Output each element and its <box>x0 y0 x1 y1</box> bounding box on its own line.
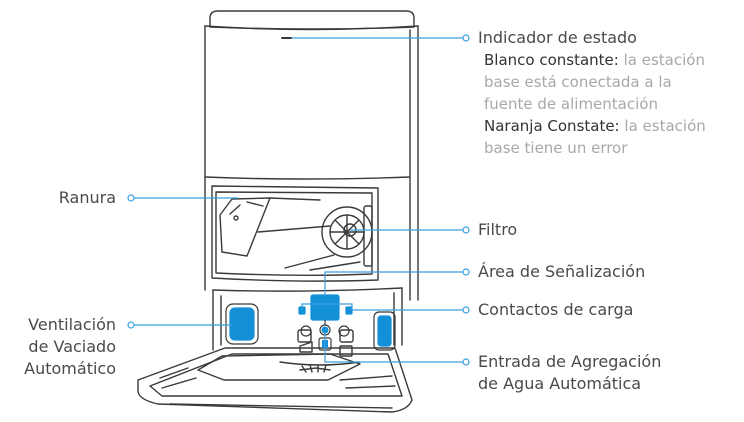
status-orange-value-2: base tiene un error <box>484 139 628 157</box>
label-vent-line1: Ventilación <box>28 315 116 334</box>
label-water-inlet-line1: Entrada de Agregación <box>478 352 662 371</box>
callout-status-indicator <box>292 34 470 42</box>
callout-water-inlet <box>324 332 470 366</box>
vent-right-highlight <box>377 315 392 347</box>
callout-auto-empty-vent <box>127 321 232 329</box>
status-white-value-1: la estación <box>623 51 705 69</box>
station-tower <box>204 10 419 351</box>
station-tray <box>137 347 413 413</box>
label-vent-line3: Automático <box>24 359 116 378</box>
callout-slot <box>127 194 238 202</box>
callout-lines <box>127 34 470 366</box>
status-orange-value-1: la estación <box>624 117 706 135</box>
signal-area-highlight <box>310 294 340 321</box>
status-orange-line1: Naranja Constate: la estación <box>484 116 706 137</box>
vent-left-highlight <box>229 307 255 341</box>
label-vent-line2: de Vaciado <box>28 337 116 356</box>
label-water-inlet-line2: de Agua Automática <box>478 374 642 393</box>
filter-wheel <box>321 205 373 267</box>
status-white-key: Blanco constante: <box>484 51 619 69</box>
label-charging-contacts: Contactos de carga <box>478 300 634 319</box>
label-filter: Filtro <box>478 220 518 239</box>
status-white-line1: Blanco constante: la estación <box>484 50 705 71</box>
charging-area-detail <box>279 329 361 373</box>
status-white-value-3: fuente de alimentación <box>484 95 658 113</box>
label-signal-area: Área de Señalización <box>478 262 646 281</box>
contact-right-highlight <box>345 306 353 315</box>
label-status-indicator: Indicador de estado <box>478 28 637 47</box>
callout-filter <box>350 226 470 234</box>
callout-charging-contacts <box>301 303 470 314</box>
status-orange-key: Naranja Constate: <box>484 117 620 135</box>
label-slot: Ranura <box>58 188 116 207</box>
highlights <box>229 294 392 347</box>
status-white-value-2: base está conectada a la <box>484 73 672 91</box>
callout-signal-area <box>324 268 470 296</box>
